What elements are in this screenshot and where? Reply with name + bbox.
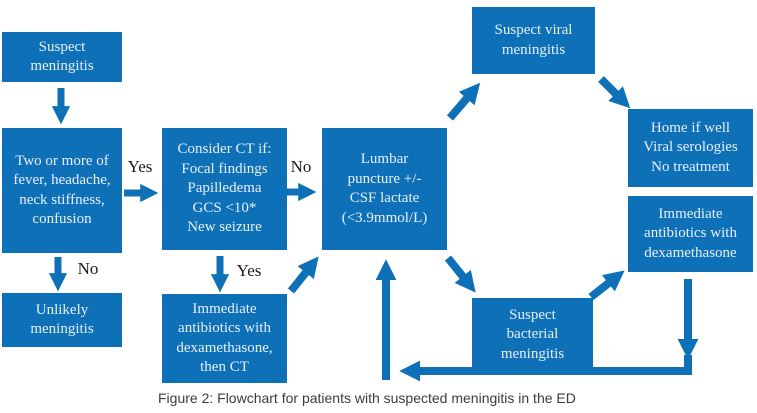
node-unlikely-meningitis: Unlikely meningitis bbox=[2, 293, 122, 347]
node-home-if-well: Home if well Viral serologies No treatme… bbox=[628, 109, 753, 187]
arrow-lumbar-to-bacterial bbox=[444, 255, 476, 293]
arrow-antibiotics-to-lumbar bbox=[287, 256, 319, 294]
node-clinical-criteria: Two or more of fever, headache, neck sti… bbox=[2, 128, 122, 253]
node-lumbar-puncture: Lumbar puncture +/- CSF lactate (<3.9mmo… bbox=[322, 128, 447, 250]
edge-label-yes-antibiotics: Yes bbox=[236, 261, 262, 280]
node-suspect-bacterial-meningitis: Suspect bacterial meningitis bbox=[472, 298, 593, 372]
node-suspect-viral-meningitis: Suspect viral meningitis bbox=[472, 7, 595, 74]
edge-label-yes-criteria: Yes bbox=[127, 157, 153, 176]
node-consider-ct: Consider CT if: Focal findings Papillede… bbox=[162, 128, 287, 250]
arrow-viral-to-home bbox=[598, 76, 631, 109]
node-immediate-antibiotics: Immediate antibiotics with dexamethasone bbox=[628, 196, 753, 272]
edge-label-no-unlikely: No bbox=[77, 259, 99, 278]
edge-label-no-lumbar: No bbox=[290, 157, 312, 176]
figure-caption: Figure 2: Flowchart for patients with su… bbox=[158, 390, 576, 406]
node-suspect-meningitis: Suspect meningitis bbox=[2, 32, 122, 82]
arrow-lumbar-to-viral bbox=[446, 82, 481, 121]
arrow-bacterial-to-antibiotics bbox=[588, 270, 625, 301]
node-immediate-antibiotics-then-ct: Immediate antibiotics with dexamethasone… bbox=[162, 294, 287, 383]
